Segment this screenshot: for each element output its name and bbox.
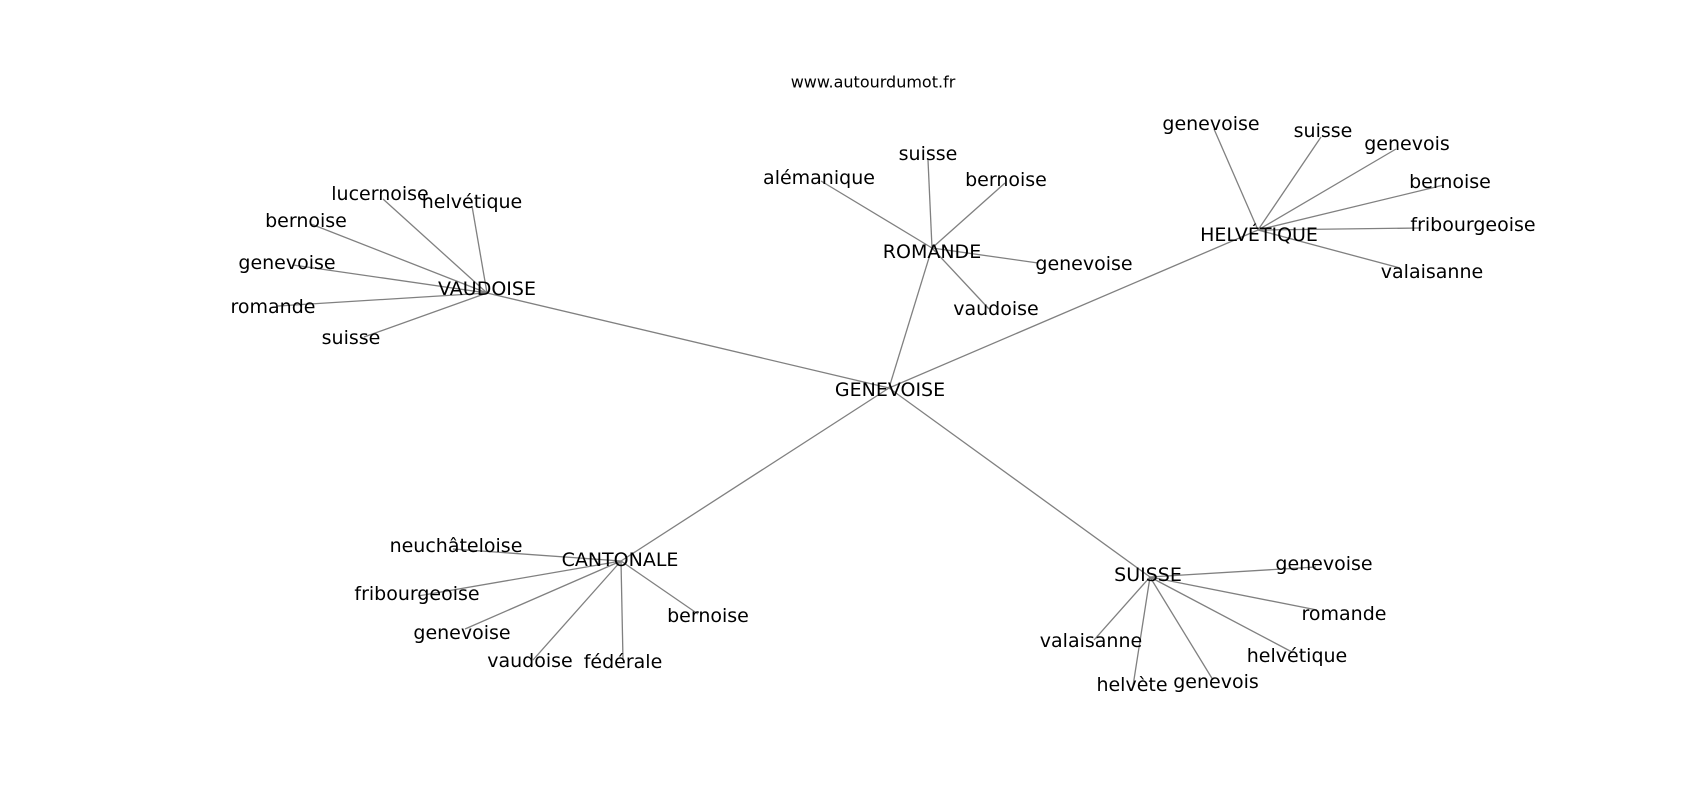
cluster-node-cantonale[interactable]: CANTONALE	[562, 549, 679, 571]
leaf-node-vaudoise-suisse[interactable]: suisse	[322, 327, 381, 349]
edge-cantonale-to-vaudoise	[532, 560, 622, 661]
edge-vaudoise-to-helvetique	[471, 205, 488, 294]
cluster-node-helvetique[interactable]: HELVÉTIQUE	[1200, 223, 1318, 246]
leaf-node-cantonale-genevoise[interactable]: genevoise	[413, 622, 510, 644]
cluster-node-romande[interactable]: ROMANDE	[883, 241, 981, 263]
center-node-genevoise[interactable]: GENEVOISE	[835, 379, 945, 401]
edge-helvetique-to-valaisanne	[1257, 229, 1401, 269]
edge-romande-to-genevoise	[931, 247, 1039, 264]
leaf-node-suisse-romande[interactable]: romande	[1302, 603, 1387, 625]
leaf-node-suisse-helvete[interactable]: helvète	[1096, 674, 1167, 696]
leaf-node-suisse-helvetique[interactable]: helvétique	[1247, 645, 1347, 667]
source-watermark: www.autourdumot.fr	[791, 73, 956, 92]
leaf-node-romande-genevoise[interactable]: genevoise	[1035, 253, 1132, 275]
leaf-node-vaudoise-helvetique[interactable]: helvétique	[422, 191, 522, 213]
leaf-node-helvetique-bernoise[interactable]: bernoise	[1409, 171, 1491, 193]
edge-helvetique-to-fribourgeoise	[1257, 227, 1422, 231]
edge-center-to-suisse	[888, 387, 1151, 578]
edge-cantonale-to-fribourgeoise	[417, 560, 622, 597]
edge-vaudoise-to-suisse	[363, 292, 488, 338]
edge-vaudoise-to-lucernoise	[382, 198, 488, 294]
edge-cantonale-to-federale	[620, 560, 624, 661]
cluster-node-vaudoise[interactable]: VAUDOISE	[438, 278, 536, 300]
leaf-node-romande-alemanique[interactable]: alémanique	[763, 167, 875, 189]
edge-vaudoise-to-romande	[277, 292, 488, 307]
leaf-node-helvetique-valaisanne[interactable]: valaisanne	[1381, 261, 1483, 283]
edge-romande-to-bernoise	[931, 182, 1006, 249]
leaf-node-cantonale-federale[interactable]: fédérale	[584, 651, 663, 673]
leaf-node-vaudoise-romande[interactable]: romande	[231, 296, 316, 318]
leaf-node-helvetique-genevoise[interactable]: genevoise	[1162, 113, 1259, 135]
leaf-node-cantonale-bernoise[interactable]: bernoise	[667, 605, 749, 627]
cluster-node-suisse[interactable]: SUISSE	[1114, 564, 1182, 586]
edge-cantonale-to-genevoise	[464, 560, 622, 630]
leaf-node-vaudoise-lucernoise[interactable]: lucernoise	[331, 183, 428, 205]
edge-suisse-to-romande	[1149, 576, 1318, 611]
leaf-node-cantonale-vaudoise[interactable]: vaudoise	[487, 650, 572, 672]
edge-cantonale-to-bernoise	[620, 560, 699, 615]
edge-helvetique-to-suisse	[1257, 136, 1322, 231]
leaf-node-suisse-genevoise[interactable]: genevoise	[1275, 553, 1372, 575]
edge-romande-to-suisse	[927, 159, 933, 249]
edge-suisse-to-helvete	[1132, 576, 1151, 687]
leaf-node-vaudoise-bernoise[interactable]: bernoise	[265, 210, 347, 232]
edge-cantonale-to-neuchateloise	[452, 548, 622, 562]
edge-romande-to-alemanique	[820, 180, 933, 249]
edge-suisse-to-helvetique	[1149, 576, 1293, 653]
leaf-node-suisse-valaisanne[interactable]: valaisanne	[1040, 630, 1142, 652]
edge-center-to-romande	[888, 247, 933, 389]
edge-vaudoise-to-genevoise	[292, 264, 488, 294]
leaf-node-helvetique-fribourgeoise[interactable]: fribourgeoise	[1410, 214, 1535, 236]
edge-center-to-cantonale	[620, 387, 890, 562]
leaf-node-suisse-genevois[interactable]: genevois	[1173, 671, 1259, 693]
leaf-node-vaudoise-genevoise[interactable]: genevoise	[238, 252, 335, 274]
graph-edges	[277, 128, 1445, 687]
leaf-node-helvetique-suisse[interactable]: suisse	[1294, 120, 1353, 142]
leaf-node-cantonale-fribourgeoise[interactable]: fribourgeoise	[354, 583, 479, 605]
edge-suisse-to-genevois	[1149, 576, 1214, 681]
leaf-node-cantonale-neuchateloise[interactable]: neuchâteloise	[390, 535, 523, 557]
edge-helvetique-to-bernoise	[1257, 184, 1445, 231]
leaf-node-romande-vaudoise[interactable]: vaudoise	[953, 298, 1038, 320]
leaf-node-romande-bernoise[interactable]: bernoise	[965, 169, 1047, 191]
edge-vaudoise-to-bernoise	[310, 223, 488, 294]
edge-helvetique-to-genevois	[1257, 148, 1397, 231]
edge-center-to-vaudoise	[486, 292, 890, 389]
edge-suisse-to-genevoise	[1149, 566, 1317, 578]
graph-labels: www.autourdumot.fr GENEVOISE VAUDOISE luce…	[231, 73, 1536, 697]
edge-romande-to-vaudoise	[931, 247, 990, 310]
edge-suisse-to-valaisanne	[1093, 576, 1151, 641]
leaf-node-helvetique-genevois[interactable]: genevois	[1364, 133, 1450, 155]
edge-helvetique-to-genevoise	[1213, 128, 1259, 231]
leaf-node-romande-suisse[interactable]: suisse	[899, 143, 958, 165]
edge-center-to-helvetique	[888, 229, 1259, 389]
